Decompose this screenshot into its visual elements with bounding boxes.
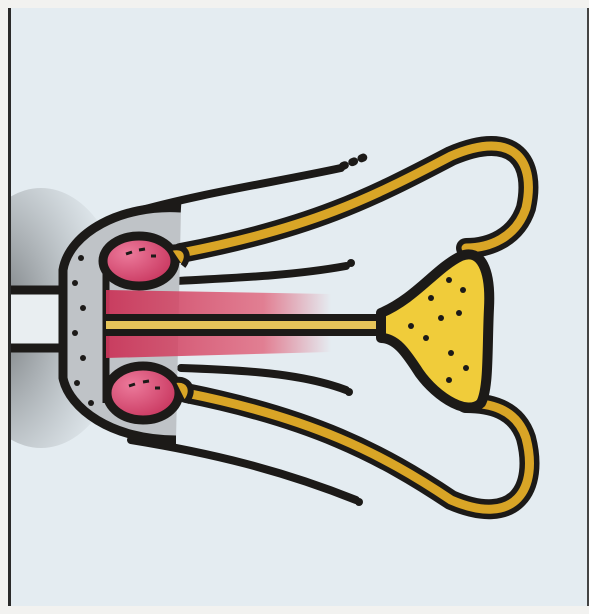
lower-testis: [107, 366, 191, 420]
bottom-inner-fringe: [181, 368, 346, 390]
tip-dot-bottom: [345, 388, 353, 396]
illustration-frame: [8, 8, 589, 606]
top-dots: [343, 156, 367, 166]
anatomy-illustration: [11, 8, 587, 606]
top-inner-fringe: [176, 266, 346, 281]
seminal-vesicle: [381, 254, 489, 407]
tip-dot-outer: [355, 498, 363, 506]
tip-dot-top: [347, 259, 355, 267]
bottom-outer-fringe: [131, 440, 356, 500]
